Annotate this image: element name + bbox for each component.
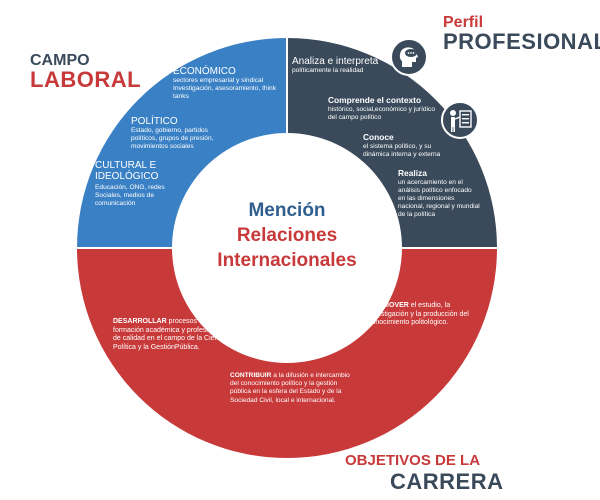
perfil-profesional-segment [287, 38, 497, 248]
objetivo-promover: PROMOVER el estudio, la investigación y … [368, 302, 473, 328]
center-title-line1: Mención [248, 200, 326, 221]
center-title-line2: Relaciones [236, 225, 338, 246]
perfil-item-comprende: Comprende el contexto histórico, social,… [328, 95, 438, 122]
objetivo-text: el estudio, la investigación y la produc… [368, 302, 469, 327]
perfil-item-title: Comprende el contexto [328, 95, 422, 105]
perfil-item-body: un acercamiento en el análisis político … [398, 179, 480, 218]
campo-item-title: ECONÓMICO [173, 66, 236, 77]
perfil-item-body: el sistema político, y su dinámica inter… [363, 143, 441, 158]
objetivo-text: a la difusión e intercambio del conocimi… [230, 372, 350, 404]
perfil-label-small: Perfil [443, 14, 484, 31]
presentation-board-icon [441, 101, 479, 139]
speech-bubble-head-icon [390, 38, 428, 76]
perfil-item-title: Conoce [363, 132, 394, 142]
campo-item-body: Educación, ONG, redes Sociales, medios d… [95, 184, 165, 207]
campo-laboral-segment [77, 38, 287, 248]
perfil-item-conoce: Conoce el sistema político, y su dinámic… [363, 132, 455, 159]
perfil-item-body: histórico, social,económico y jurídico d… [328, 106, 436, 121]
campo-item-politico: POLÍTICO Estado, gobierno, partidos polí… [131, 116, 231, 151]
objetivos-segment [77, 248, 497, 458]
campo-item-title: CULTURAL E IDEOLÓGICO [95, 160, 159, 182]
objetivo-keyword: DESARROLLAR [113, 318, 167, 325]
campo-item-body: Estado, gobierno, partidos políticos, gr… [131, 127, 214, 150]
campo-item-cultural: CULTURAL E IDEOLÓGICO Educación, ONG, re… [95, 160, 177, 208]
campo-item-title: POLÍTICO [131, 116, 178, 127]
perfil-item-analiza: Analiza e interpreta políticamente la re… [292, 56, 402, 75]
campo-label-big: LABORAL [30, 67, 142, 92]
objetivo-desarrollar: DESARROLLAR procesos de formación académ… [113, 318, 228, 352]
campo-label-small: CAMPO [30, 52, 90, 69]
objetivos-label-big: CARRERA [390, 469, 504, 494]
center-title-line3: Internacionales [217, 250, 357, 271]
objetivo-text: procesos de formación académica y profes… [113, 318, 228, 351]
objetivo-contribuir: CONTRIBUIR a la difusión e intercambio d… [230, 372, 355, 405]
perfil-item-title: Analiza e interpreta [292, 56, 379, 67]
perfil-label-big: PROFESIONAL [443, 29, 600, 54]
objetivo-keyword: PROMOVER [368, 302, 409, 309]
perfil-item-body: políticamente la realidad [292, 67, 364, 74]
objetivos-label-small: OBJETIVOS DE LA [345, 452, 481, 469]
perfil-item-realiza: Realiza un acercamiento en el análisis p… [398, 168, 480, 219]
objetivo-keyword: CONTRIBUIR [230, 372, 272, 379]
campo-item-economico: ECONÓMICO sectores empresarial y sindica… [173, 66, 283, 101]
perfil-item-title: Realiza [398, 168, 427, 178]
campo-item-body: sectores empresarial y sindical Investig… [173, 77, 276, 100]
